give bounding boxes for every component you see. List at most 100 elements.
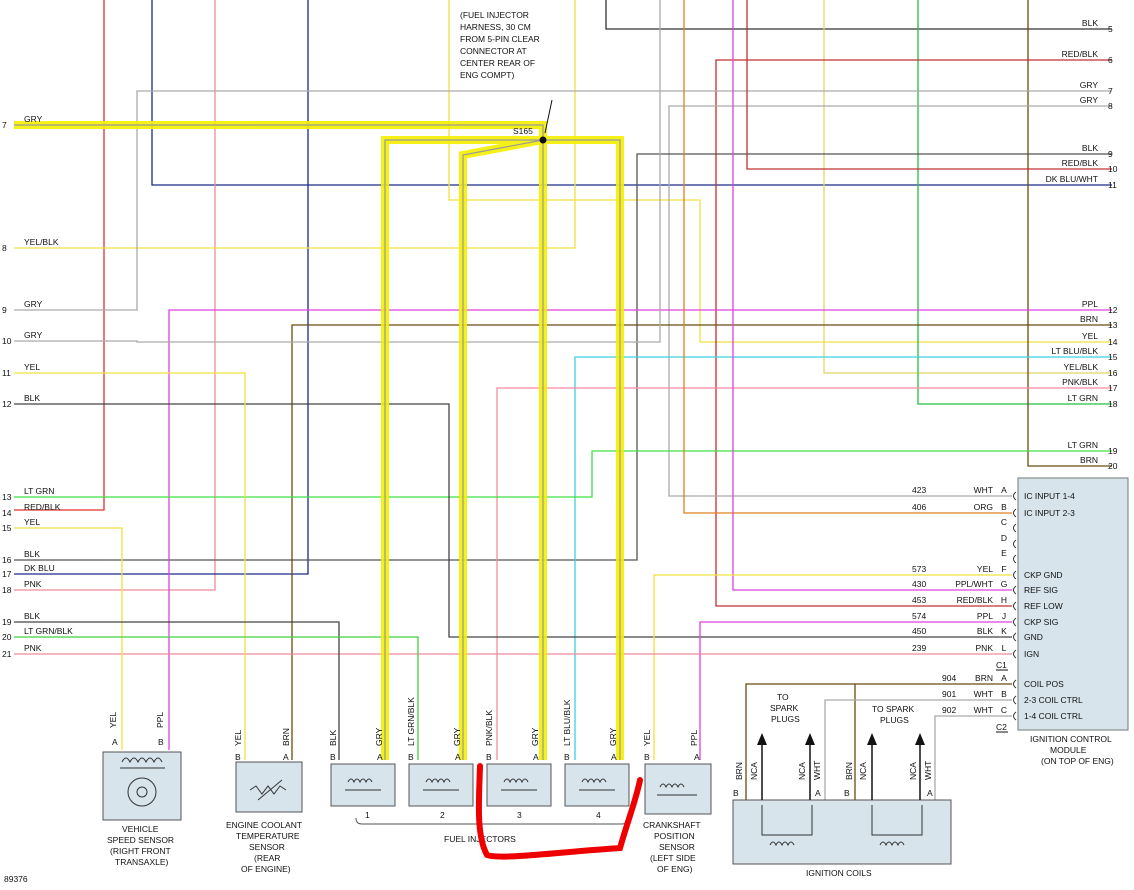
right-pin-wire-label: RED/BLK — [1062, 158, 1099, 168]
icm-pin-function: GND — [1024, 632, 1043, 642]
ect-name-line: SENSOR — [249, 842, 285, 852]
left-pin-wire-label: GRY — [24, 299, 43, 309]
left-pin-wire-label: BLK — [24, 393, 40, 403]
icm-circuit-number: 453 — [912, 595, 926, 605]
icm-wire-color: BLK — [977, 626, 993, 636]
right-pin-number: 16 — [1108, 368, 1118, 378]
icm-pin-function: IC INPUT 1-4 — [1024, 491, 1075, 501]
harness-note-line: CONNECTOR AT — [460, 46, 527, 56]
connector-c2-label: C2 — [996, 722, 1007, 732]
splice-label: S165 — [513, 126, 533, 136]
injector-2: B A LT GRN/BLK GRY 2 — [406, 697, 474, 820]
icm-pin-terminal — [1013, 570, 1017, 580]
icm-pin-function: 1-4 COIL CTRL — [1024, 711, 1083, 721]
coil-wire: WHT — [923, 761, 933, 780]
icm-name-line: IGNITION CONTROL — [1030, 734, 1112, 744]
icm-pin-terminal — [1013, 491, 1017, 501]
icm-wire-color: PPL/WHT — [955, 579, 993, 589]
right-pin-number: 15 — [1108, 352, 1118, 362]
right-pin-number: 13 — [1108, 320, 1118, 330]
ckp-name-line: SENSOR — [659, 842, 695, 852]
right-pin-number: 18 — [1108, 399, 1118, 409]
right-pin-wire-label: LT GRN — [1068, 393, 1098, 403]
wires — [14, 0, 1112, 800]
spark-label-2-line: TO SPARK — [872, 704, 915, 714]
icm-pin-function: IGN — [1024, 649, 1039, 659]
harness-note-line: FROM 5-PIN CLEAR — [460, 34, 540, 44]
icm-circuit-number: 406 — [912, 502, 926, 512]
left-pin-number: 17 — [2, 569, 12, 579]
left-pin-wire-label: YEL/BLK — [24, 237, 59, 247]
harness-note-line: ENG COMPT) — [460, 70, 514, 80]
right-pin-wire-label: BLK — [1082, 18, 1098, 28]
ignition-coils-label: IGNITION COILS — [806, 868, 872, 878]
icm-circuit-number: 904 — [942, 673, 956, 683]
crankshaft-position-sensor: B A YEL PPL CRANKSHAFT POSITION SENSOR (… — [642, 730, 712, 874]
right-pin-wire-label: YEL/BLK — [1064, 362, 1099, 372]
left-pin-number: 9 — [2, 305, 7, 315]
left-pin-wire-label: BLK — [24, 611, 40, 621]
ckp-wire-a: PPL — [689, 730, 699, 746]
coil-wire: WHT — [812, 761, 822, 780]
vss-wire-a: YEL — [108, 712, 118, 728]
injector-4-pin-b: B — [564, 752, 570, 762]
harness-note: (FUEL INJECTOR HARNESS, 30 CM FROM 5-PIN… — [460, 10, 540, 80]
harness-note-line: (FUEL INJECTOR — [460, 10, 529, 20]
right-pin-number: 19 — [1108, 446, 1118, 456]
left-pin-number: 7 — [2, 120, 7, 130]
icm-name-line: (ON TOP OF ENG) — [1041, 756, 1114, 766]
injector-1-pin-a: A — [377, 752, 383, 762]
ect-wire-b: YEL — [233, 730, 243, 746]
right-pin-number: 11 — [1108, 180, 1117, 190]
left-pin-number: 16 — [2, 555, 12, 565]
icm-pin-function: REF SIG — [1024, 585, 1058, 595]
icm-pin-letter: J — [1002, 611, 1006, 621]
ect-wire-a: BRN — [281, 728, 291, 746]
icm-pin-terminal — [1013, 601, 1017, 611]
icm-pin-terminal — [1013, 679, 1017, 689]
right-pin-wire-label: BLK — [1082, 143, 1098, 153]
vss-name-line: (RIGHT FRONT — [110, 846, 171, 856]
right-pin-number: 5 — [1108, 24, 1113, 34]
icm-pin-terminal — [1013, 539, 1017, 549]
ckp-name-line: CRANKSHAFT — [643, 820, 701, 830]
right-pin-number: 6 — [1108, 55, 1113, 65]
left-pin-wire-label: YEL — [24, 362, 40, 372]
left-pin-number: 8 — [2, 243, 7, 253]
injector-4: B A LT BLU/BLK GRY 4 — [562, 699, 630, 820]
ckp-name-line: OF ENG) — [657, 864, 693, 874]
coil-wire: NCA — [908, 762, 918, 780]
injector-4-wire-b: LT BLU/BLK — [562, 699, 572, 746]
left-pin-number: 11 — [2, 368, 11, 378]
left-pin-wire-label: LT GRN — [24, 486, 54, 496]
right-pin-number: 10 — [1108, 164, 1118, 174]
icm-pin-letter: C — [1001, 517, 1007, 527]
annotation-red-stroke — [475, 763, 643, 860]
ckp-name-line: POSITION — [654, 831, 695, 841]
icm-pin-letter: A — [1001, 485, 1007, 495]
spark-label-1-line: SPARK — [770, 703, 799, 713]
left-pin-number: 12 — [2, 399, 12, 409]
ckp-pin-b: B — [644, 752, 650, 762]
connector-c1-label: C1 — [996, 660, 1007, 670]
left-pin-wire-label: YEL — [24, 517, 40, 527]
left-pin-wire-label: PNK — [24, 643, 42, 653]
icm-pin-letter: D — [1001, 533, 1007, 543]
harness-note-line: CENTER REAR OF — [460, 58, 535, 68]
icm-pin-function: REF LOW — [1024, 601, 1063, 611]
left-pin-number: 19 — [2, 617, 12, 627]
harness-note-line: HARNESS, 30 CM — [460, 22, 531, 32]
icm-wire-color: PPL — [977, 611, 993, 621]
right-pin-wire-label: YEL — [1082, 331, 1098, 341]
right-pin-number: 7 — [1108, 86, 1113, 96]
left-pin-wire-label: RED/BLK — [24, 502, 61, 512]
coil-pin: A — [815, 788, 821, 798]
coil-wire: NCA — [797, 762, 807, 780]
icm-circuit-number: 573 — [912, 564, 926, 574]
vss-name-line: VEHICLE — [122, 824, 159, 834]
left-pin-number: 21 — [2, 649, 12, 659]
injector-3-number: 3 — [517, 810, 522, 820]
icm-pin-letter: G — [1001, 579, 1008, 589]
icm-circuit-number: 574 — [912, 611, 926, 621]
right-pin-wire-label: BRN — [1080, 455, 1098, 465]
